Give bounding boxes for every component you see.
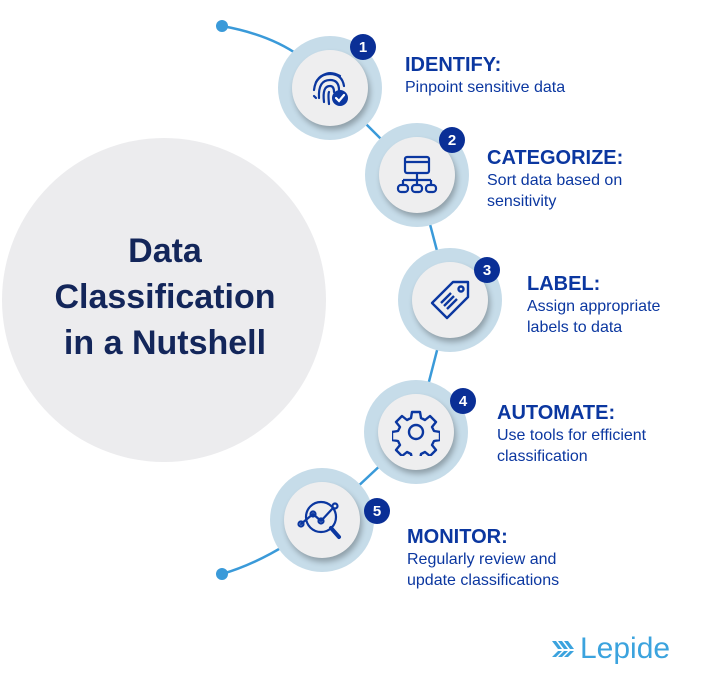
step-badge: 1 — [350, 34, 376, 60]
gear-icon — [392, 410, 440, 456]
step-5-text: MONITOR: Regularly review and update cla… — [407, 525, 607, 591]
step-description: Pinpoint sensitive data — [405, 79, 566, 96]
end-dot — [216, 568, 228, 580]
step-description: Regularly review and update classificati… — [407, 551, 560, 589]
step-3-text: LABEL: Assign appropriate labels to data — [527, 272, 702, 338]
step-badge: 2 — [439, 127, 465, 153]
title-line: Data — [128, 232, 202, 270]
step-badge: 3 — [474, 257, 500, 283]
step-description: Use tools for efficient classification — [497, 427, 647, 465]
title-line: Classification — [54, 278, 276, 316]
hierarchy-icon — [396, 155, 438, 194]
step-heading: IDENTIFY: — [405, 54, 502, 76]
brand-name: Lepide — [580, 632, 671, 665]
step-heading: CATEGORIZE: — [487, 147, 624, 169]
step-1-text: IDENTIFY: Pinpoint sensitive data — [405, 53, 605, 98]
step-4-text: AUTOMATE: Use tools for efficient classi… — [497, 401, 697, 467]
step-badge: 5 — [364, 498, 390, 524]
step-description: Assign appropriate labels to data — [527, 298, 661, 336]
step-3-node: 3 — [398, 248, 502, 352]
start-dot — [216, 20, 228, 32]
step-badge: 4 — [450, 388, 476, 414]
logo-mark-icon — [552, 641, 574, 657]
title-line: in a Nutshell — [63, 324, 267, 362]
step-description: Sort data based on sensitivity — [487, 172, 623, 210]
title-circle — [2, 138, 326, 462]
step-heading: MONITOR: — [407, 526, 508, 548]
step-2-text: CATEGORIZE: Sort data based on sensitivi… — [487, 146, 667, 212]
step-2-node: 2 — [365, 123, 469, 227]
step-5-node: 5 — [270, 468, 390, 572]
tag-icon — [430, 280, 470, 320]
lepide-logo: Lepide — [552, 632, 670, 666]
analytics-magnifier-icon — [297, 500, 341, 539]
step-1-node: 1 — [278, 34, 382, 140]
step-4-node: 4 — [364, 380, 476, 484]
connector-line — [221, 24, 452, 576]
step-heading: AUTOMATE: — [497, 402, 616, 424]
step-heading: LABEL: — [527, 273, 601, 295]
fingerprint-check-icon — [312, 71, 348, 106]
main-title: Data Classification in a Nutshell — [20, 228, 310, 366]
